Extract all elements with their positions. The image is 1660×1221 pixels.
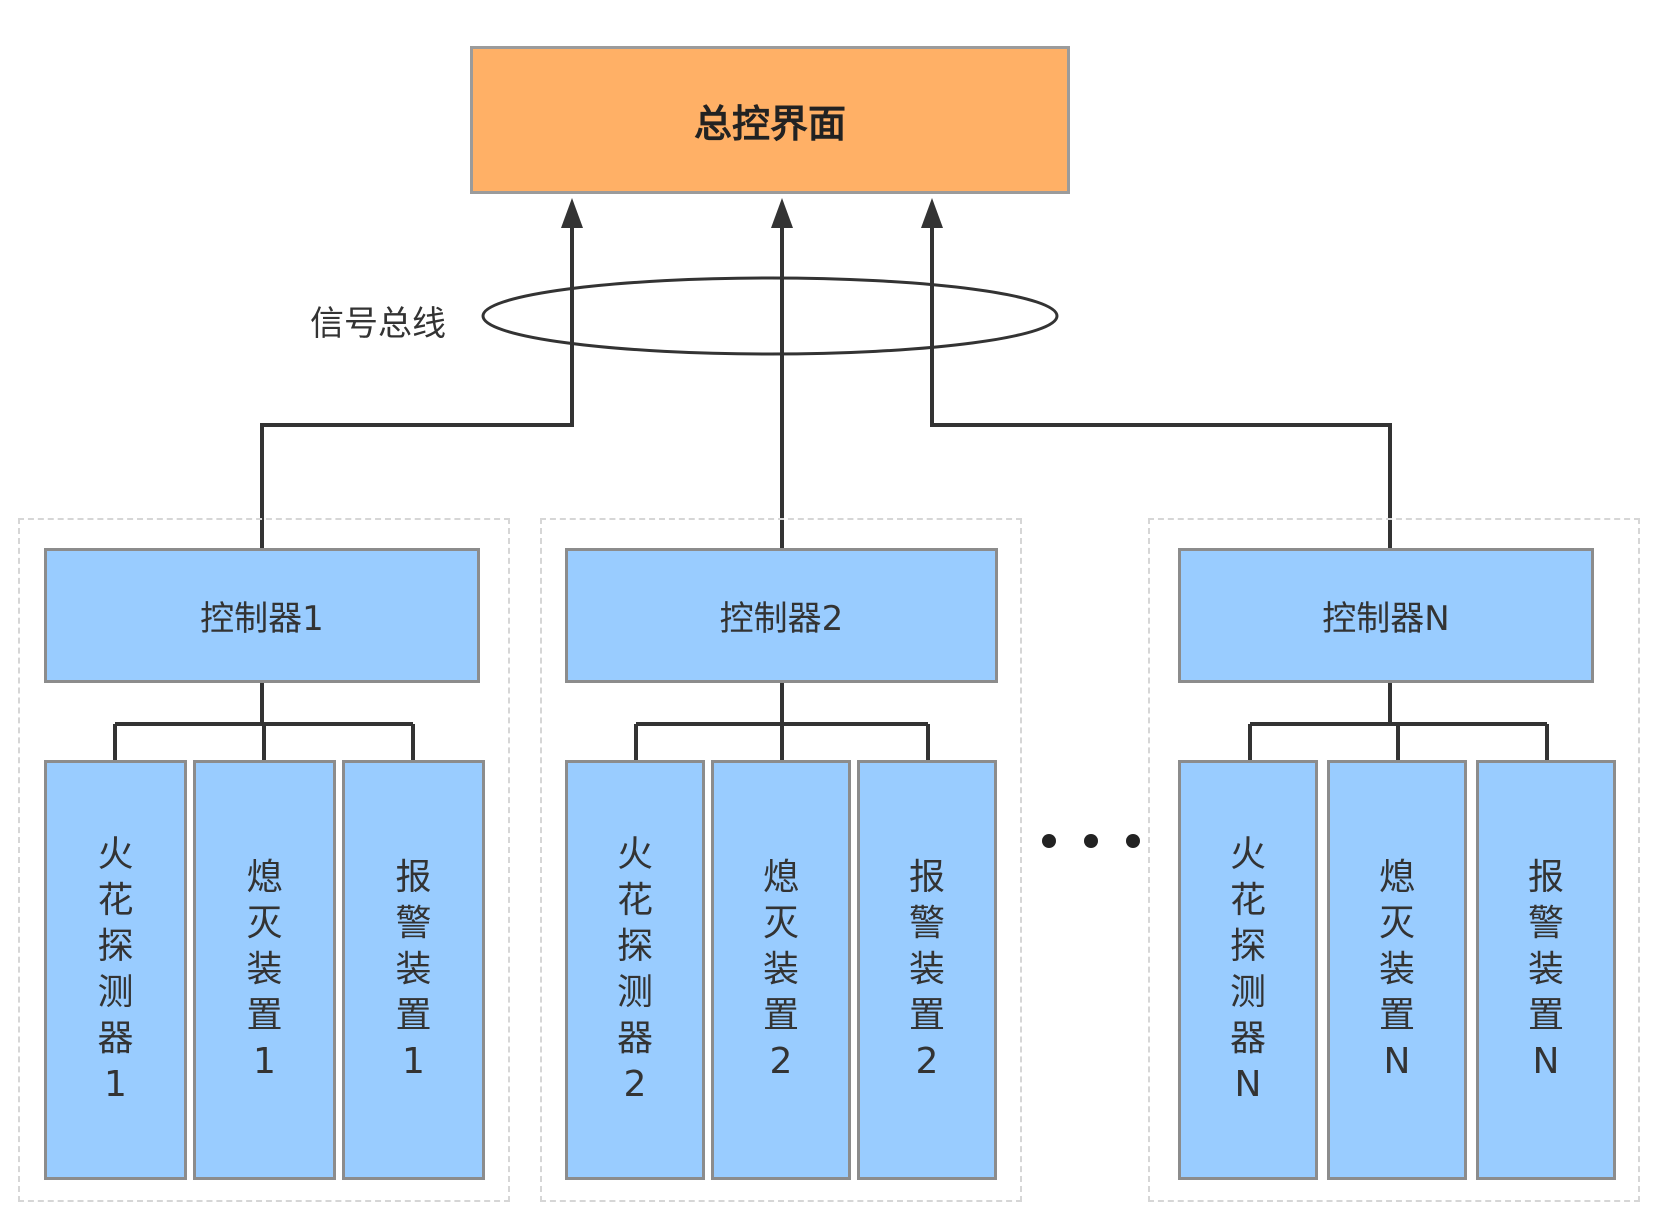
device-label: 熄灭装置1 (246, 857, 283, 1082)
master-control-box: 总控界面 (470, 46, 1070, 194)
tree-group-n (1248, 683, 1549, 762)
signal-bus-ellipse (481, 276, 1059, 356)
device-box: 火花探测器N (1178, 760, 1318, 1180)
device-box: 火花探测器2 (565, 760, 705, 1180)
group-2-frame (540, 518, 1022, 1202)
device-box: 报警装置1 (342, 760, 485, 1180)
device-box: 熄灭装置1 (193, 760, 336, 1180)
more-groups-ellipsis (1042, 834, 1140, 848)
controller-2-label: 控制器2 (719, 599, 844, 639)
device-box: 熄灭装置N (1327, 760, 1467, 1180)
tree-group-1 (113, 683, 415, 762)
group-1-frame (18, 518, 510, 1202)
controller-n-label: 控制器N (1322, 599, 1450, 639)
arrow-head-n (921, 198, 943, 228)
device-label: 熄灭装置2 (762, 857, 799, 1082)
device-box: 报警装置N (1476, 760, 1616, 1180)
device-label: 火花探测器2 (616, 834, 653, 1105)
controller-1-label: 控制器1 (200, 599, 324, 639)
ellipsis-dot (1042, 834, 1056, 848)
link-controller-1-to-master (260, 215, 574, 548)
device-label: 报警装置1 (395, 857, 432, 1082)
tree-group-2 (634, 683, 930, 762)
controller-n-box: 控制器N (1178, 548, 1594, 683)
device-label: 报警装置2 (908, 857, 945, 1082)
device-label: 火花探测器N (1229, 834, 1266, 1105)
signal-bus-label: 信号总线 (310, 304, 446, 344)
ellipsis-dot (1084, 834, 1098, 848)
group-n-frame (1148, 518, 1640, 1202)
device-label: 熄灭装置N (1378, 857, 1415, 1082)
arrow-head-2 (771, 198, 793, 228)
arrow-head-1 (561, 198, 583, 228)
device-box: 火花探测器1 (44, 760, 187, 1180)
ellipsis-dot (1126, 834, 1140, 848)
controller-1-box: 控制器1 (44, 548, 480, 683)
device-label: 报警装置N (1527, 857, 1564, 1082)
device-label: 火花探测器1 (97, 834, 134, 1105)
master-control-label: 总控界面 (693, 101, 846, 146)
controller-2-box: 控制器2 (565, 548, 998, 683)
link-controller-n-to-master (930, 215, 1392, 548)
device-box: 报警装置2 (857, 760, 997, 1180)
device-box: 熄灭装置2 (711, 760, 851, 1180)
